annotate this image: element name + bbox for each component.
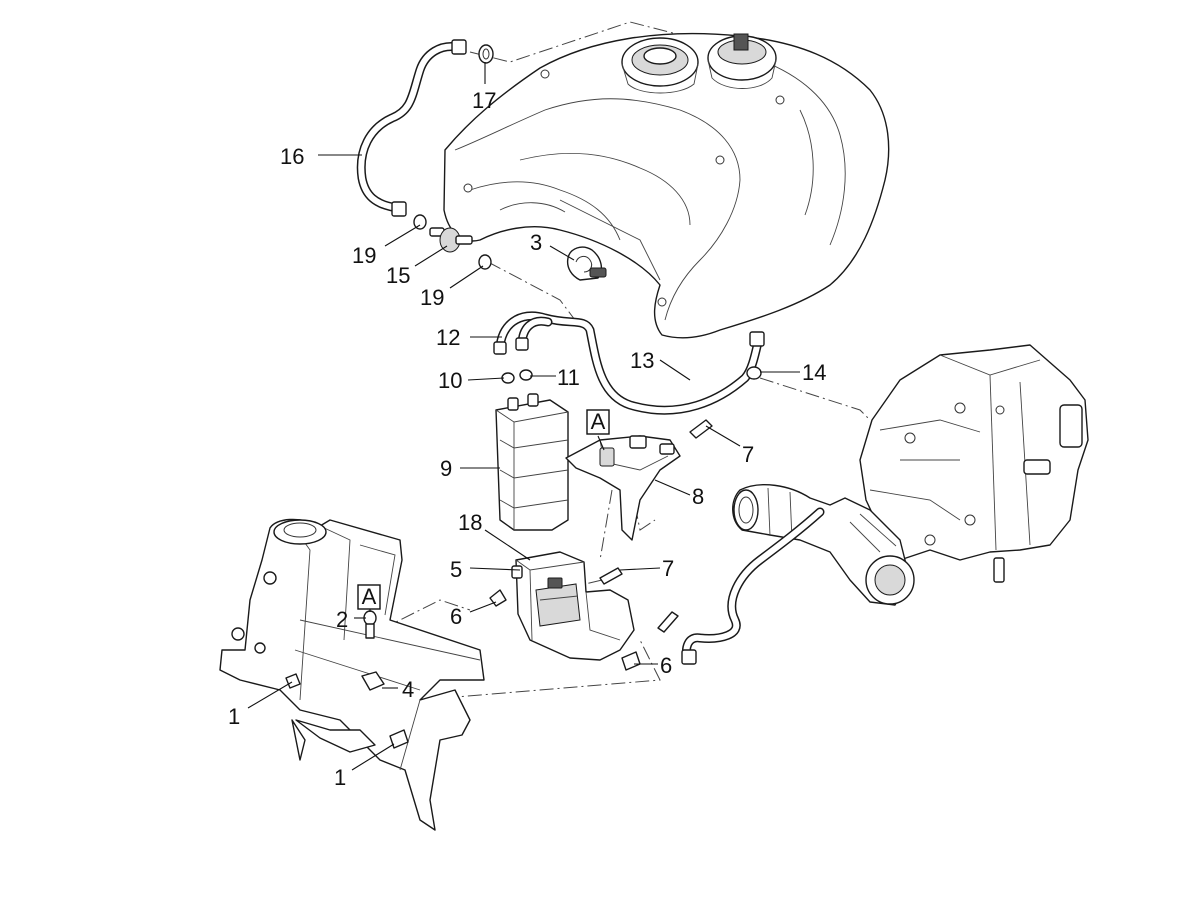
reference-mark-a-upper: A <box>586 409 610 435</box>
callout-label: 4 <box>402 677 414 702</box>
hose-16-icon <box>356 39 467 217</box>
callout-label: 5 <box>450 557 462 582</box>
callout-label: 9 <box>440 456 452 481</box>
callout-label: 19 <box>352 243 376 268</box>
bolt-7b-icon <box>599 567 679 633</box>
callout-numbers: 16 17 19 15 19 3 12 13 14 10 11 9 7 8 18… <box>228 88 826 790</box>
callout-label: 14 <box>802 360 826 385</box>
engine-airbox-icon <box>681 344 1089 665</box>
carbon-canister-icon <box>495 393 569 531</box>
hose-12-icon <box>493 311 765 415</box>
callout-label: 7 <box>662 556 674 581</box>
frame-icon <box>219 518 485 831</box>
bolt-7a-icon <box>689 419 713 439</box>
bolt-1-icon <box>285 673 409 749</box>
callout-label: 10 <box>438 368 462 393</box>
callout-label: 1 <box>334 765 346 790</box>
callout-label: 13 <box>630 348 654 373</box>
callout-label: 12 <box>436 325 460 350</box>
callout-label: 6 <box>660 653 672 678</box>
callout-label: 7 <box>742 442 754 467</box>
callout-label: 15 <box>386 263 410 288</box>
callout-label: 11 <box>557 365 580 390</box>
clamp-3-icon <box>566 246 607 281</box>
callout-label: 17 <box>472 88 496 113</box>
rollover-valve-15-icon <box>413 214 492 270</box>
reference-label: A <box>362 584 377 609</box>
clamps-10-11-14-icon <box>501 366 762 384</box>
callout-label: 18 <box>458 510 482 535</box>
callout-label: 19 <box>420 285 444 310</box>
callout-label: 2 <box>336 607 348 632</box>
fuel-tank-icon <box>443 32 890 339</box>
reference-label: A <box>591 409 606 434</box>
callout-label: 8 <box>692 484 704 509</box>
assembly-guide-lines <box>379 21 871 701</box>
bracket-icon <box>565 435 681 541</box>
callout-label: 16 <box>280 144 304 169</box>
reference-mark-a-lower: A <box>357 584 381 610</box>
clamp-17-icon <box>478 44 494 64</box>
callout-label: 3 <box>530 230 542 255</box>
nut-4-icon <box>361 671 385 691</box>
leader-lines <box>247 62 800 771</box>
canister-holder-icon <box>511 551 635 661</box>
callout-label: 1 <box>228 704 240 729</box>
callout-label: 6 <box>450 604 462 629</box>
bolt-2-icon <box>363 610 377 639</box>
